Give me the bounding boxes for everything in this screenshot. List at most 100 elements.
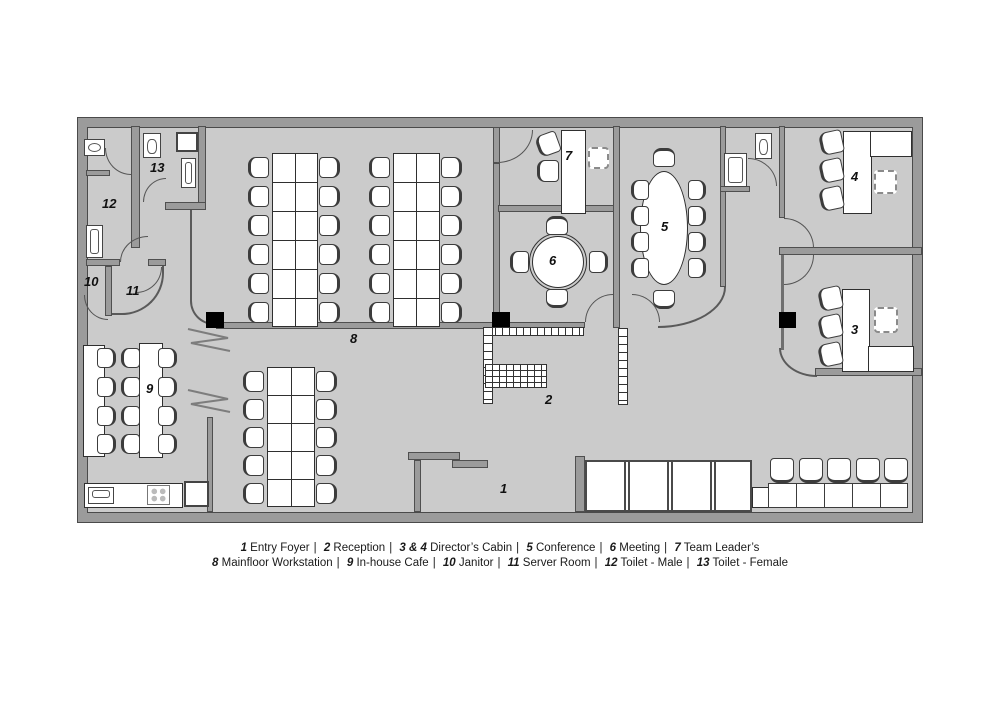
fridge-icon: [184, 481, 209, 507]
wall: [131, 126, 140, 248]
wall: [779, 247, 922, 255]
chair: [510, 251, 529, 273]
chair: [537, 160, 559, 182]
chair: [798, 458, 823, 483]
chair: [319, 273, 340, 294]
executive-chair: [874, 170, 897, 194]
legend-line-2: 8 Mainfloor Workstation| 9 In-house Cafe…: [0, 556, 1000, 571]
legend-item: 7 Team Leader’s: [674, 542, 760, 554]
chair: [319, 186, 340, 207]
legend-separator: |: [686, 557, 690, 569]
chair: [441, 215, 462, 236]
executive-chair: [588, 147, 609, 169]
wall: [105, 266, 112, 316]
sink-icon: [88, 487, 114, 504]
chair: [546, 216, 568, 235]
legend-item: 10 Janitor: [442, 557, 494, 569]
chair: [316, 398, 337, 420]
chair: [589, 251, 608, 273]
chair: [441, 273, 462, 294]
room-label-mainfloor-workstation: 8: [350, 331, 358, 346]
structural-column: [206, 312, 224, 328]
reception-counter: [618, 328, 628, 405]
washbasin-icon: [84, 139, 105, 156]
chair: [369, 186, 390, 207]
reception-desk: [485, 364, 547, 388]
legend-item: 3 & 4 Director’s Cabin: [399, 542, 513, 554]
chair: [817, 184, 846, 213]
chair: [369, 215, 390, 236]
wall: [148, 259, 166, 266]
chair: [546, 289, 568, 308]
room-label-directors-cabin-4: 4: [851, 169, 859, 184]
legend-separator: |: [599, 542, 603, 554]
executive-chair: [874, 307, 898, 333]
team-leader-desk: [561, 130, 586, 214]
chair: [248, 273, 269, 294]
chair: [441, 186, 462, 207]
chair: [827, 458, 851, 483]
wall: [165, 202, 206, 210]
glass-facade: [585, 460, 752, 512]
chair: [688, 258, 706, 278]
chair: [121, 434, 140, 454]
room-label-meeting: 6: [549, 253, 557, 268]
chair: [653, 148, 675, 167]
wall: [498, 205, 615, 212]
chair: [121, 406, 140, 426]
wall: [493, 163, 500, 323]
legend-separator: |: [664, 542, 668, 554]
chair: [316, 454, 337, 476]
stove-icon: [147, 485, 170, 505]
room-label-conference: 5: [661, 219, 669, 234]
chair: [688, 232, 706, 252]
room-label-cafe: 9: [146, 381, 154, 396]
wall: [86, 259, 120, 266]
washbasin-icon: [181, 158, 196, 188]
chair: [158, 377, 177, 397]
chair: [316, 426, 337, 448]
legend-item: 12 Toilet - Male: [604, 557, 683, 569]
room-label-toilet-male: 12: [102, 196, 117, 211]
wall: [408, 452, 460, 460]
wall: [198, 126, 206, 210]
legend-line-1: 1 Entry Foyer| 2 Reception| 3 & 4 Direct…: [0, 541, 1000, 556]
legend-separator: |: [389, 542, 393, 554]
chair: [319, 157, 340, 178]
chair: [243, 454, 264, 476]
legend-item: 1 Entry Foyer: [240, 542, 310, 554]
chair: [441, 157, 462, 178]
waiting-bench: [768, 483, 908, 508]
structural-column: [779, 312, 796, 328]
legend-item: 6 Meeting: [609, 542, 661, 554]
room-label-janitor: 10: [84, 274, 99, 289]
chair: [97, 406, 116, 426]
washbasin-icon: [724, 153, 747, 187]
chair: [631, 232, 649, 252]
room-label-reception: 2: [545, 392, 553, 407]
chair: [97, 377, 116, 397]
chair: [316, 482, 337, 504]
chair: [319, 302, 340, 323]
room-label-team-leader: 7: [565, 148, 573, 163]
curved-wall: [190, 210, 218, 325]
workstation-desk-cluster: [393, 153, 440, 327]
chair: [121, 377, 140, 397]
chair: [631, 206, 649, 226]
wall: [207, 417, 213, 512]
chair: [688, 180, 706, 200]
chair: [884, 458, 908, 483]
chair: [855, 458, 880, 483]
room-label-server-room: 11: [126, 283, 140, 298]
chair: [369, 157, 390, 178]
chair: [369, 302, 390, 323]
wall: [216, 322, 494, 329]
step-block: [752, 487, 769, 508]
legend-separator: |: [313, 542, 317, 554]
legend: 1 Entry Foyer| 2 Reception| 3 & 4 Direct…: [0, 541, 1000, 571]
chair: [817, 156, 846, 185]
chair: [97, 348, 116, 368]
wall: [613, 126, 620, 328]
